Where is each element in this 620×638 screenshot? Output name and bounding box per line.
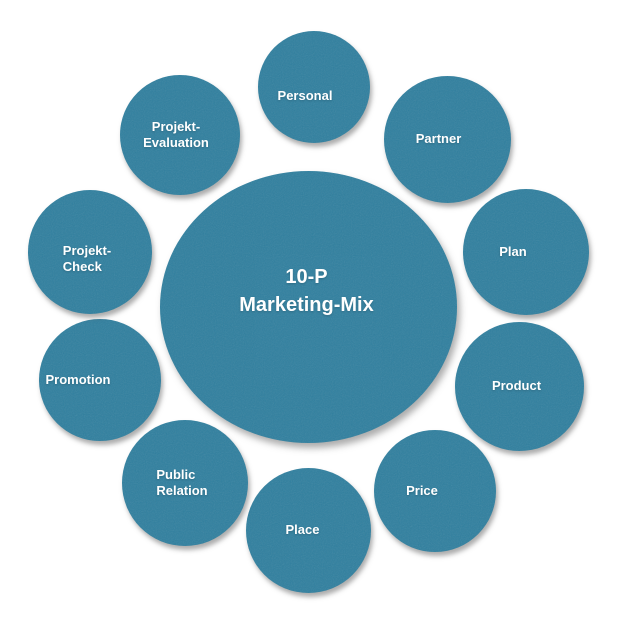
node-place: Place	[246, 468, 371, 593]
node-personal: Personal	[258, 31, 370, 143]
node-partner: Partner	[384, 76, 511, 203]
node-price-label: Price	[406, 482, 438, 498]
node-product-label: Product	[491, 378, 542, 394]
node-plan-label: Plan	[499, 243, 527, 259]
node-projekt-evaluation: Projekt- Evaluation	[120, 75, 240, 195]
node-plan: Plan	[463, 189, 589, 315]
node-promotion: Promotion	[39, 319, 161, 441]
node-projekt-check-label: Projekt- Check	[62, 242, 112, 274]
center-node-label: 10-P Marketing-Mix	[239, 266, 374, 316]
node-personal-label: Personal	[277, 87, 333, 103]
node-public-relation-label: Public Relation	[156, 466, 208, 498]
node-projekt-check: Projekt- Check	[28, 190, 152, 314]
node-price: Price	[374, 430, 496, 552]
center-node: 10-P Marketing-Mix	[160, 171, 457, 443]
node-promotion-label: Promotion	[45, 371, 111, 387]
node-projekt-evaluation-label: Projekt- Evaluation	[143, 118, 209, 150]
node-partner-label: Partner	[415, 131, 462, 147]
node-product: Product	[455, 322, 584, 451]
node-public-relation: Public Relation	[122, 420, 248, 546]
node-place-label: Place	[285, 522, 320, 538]
